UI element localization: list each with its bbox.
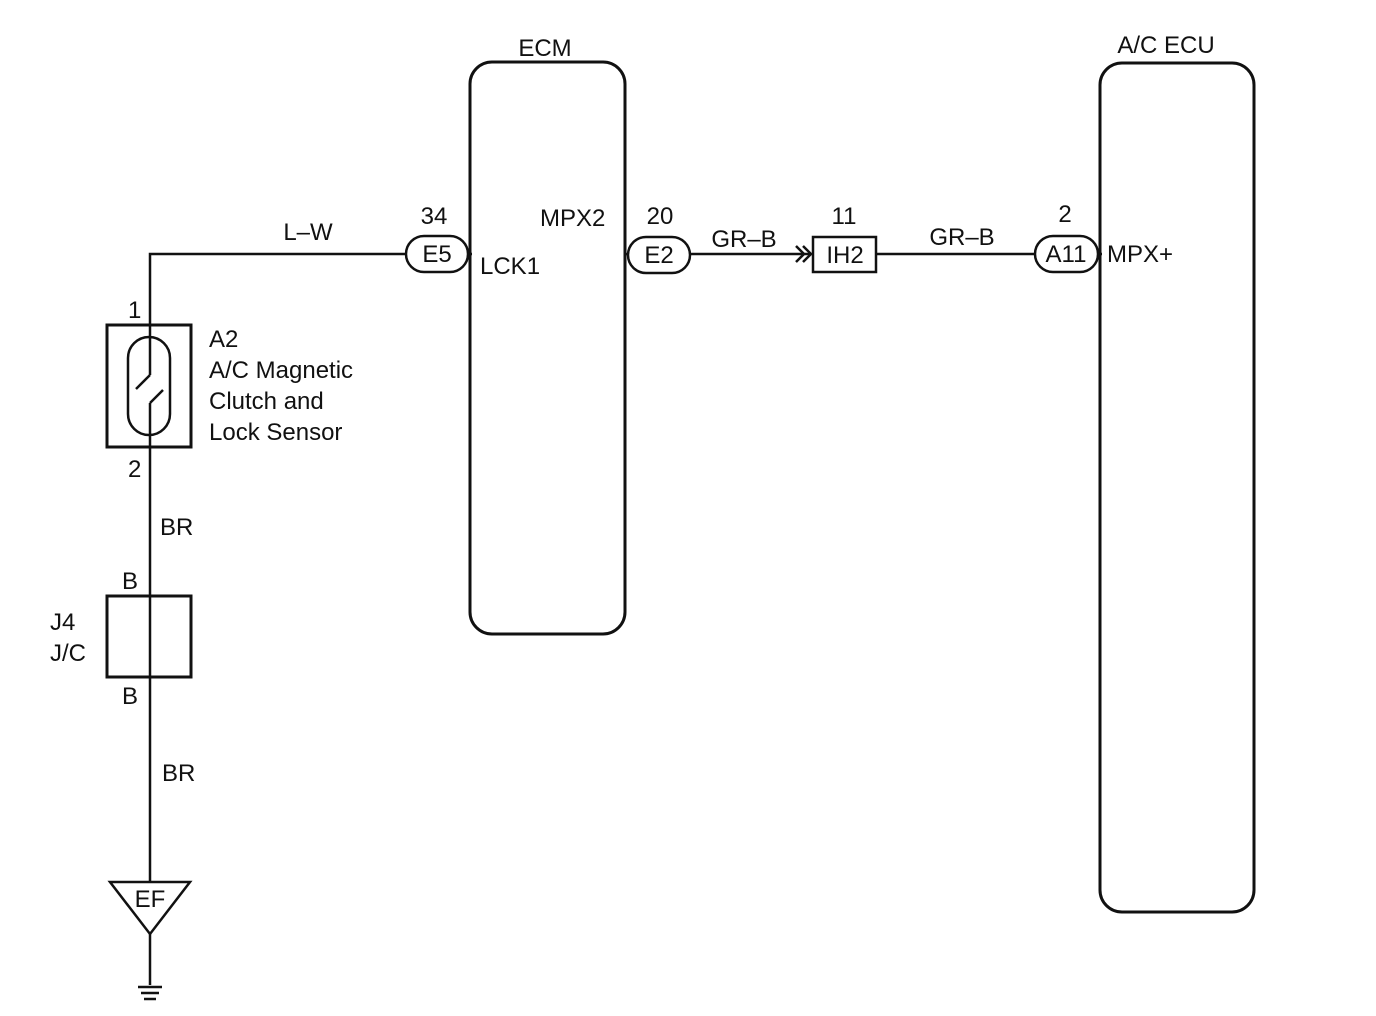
- lock-sensor-pin-top: 1: [128, 297, 141, 324]
- inline-arrow-1: [795, 245, 806, 263]
- wire-label-lw: L–W: [283, 219, 333, 246]
- wire-label-grb-2: GR–B: [929, 224, 994, 251]
- ac-ecu-terminal-mpx-plus: MPX+: [1107, 241, 1173, 268]
- connector-e5-pin: 34: [421, 203, 448, 230]
- ecm-title: ECM: [518, 35, 571, 62]
- lock-sensor-code: A2: [209, 326, 238, 353]
- lock-sensor-switch-blade: [135, 374, 151, 390]
- lock-sensor-pin-bottom: 2: [128, 456, 141, 483]
- connector-e2: E2 20: [626, 203, 692, 275]
- junction-connector: B B J4 J/C: [50, 568, 193, 710]
- lock-sensor-switch-blade-2: [149, 389, 164, 404]
- lock-sensor-name-line3: Lock Sensor: [209, 419, 342, 446]
- connector-e2-shape: [626, 235, 692, 275]
- connector-ih2-pin: 11: [832, 203, 857, 230]
- connector-e2-pin: 20: [647, 203, 674, 230]
- connector-e5: E5 34: [404, 203, 470, 274]
- junction-pin-bottom: B: [122, 683, 138, 710]
- inline-arrow-2: [802, 245, 813, 263]
- junction-name: J/C: [50, 640, 86, 667]
- ecm-block: ECM LCK1 MPX2: [468, 35, 627, 636]
- junction-body: [105, 594, 193, 679]
- ecm-terminal-lck1: LCK1: [480, 253, 540, 280]
- lock-sensor-name-line2: Clutch and: [209, 388, 324, 415]
- wire-lw: [148, 252, 408, 325]
- connector-a11-pin: 2: [1058, 201, 1071, 228]
- connector-e5-shape: [404, 234, 470, 274]
- connector-ih2-code: IH2: [826, 242, 863, 269]
- ground-triangle: [107, 880, 193, 937]
- ecm-terminal-mpx2: MPX2: [540, 205, 605, 232]
- wire-label-br-1: BR: [160, 514, 193, 541]
- junction-pin-top: B: [122, 568, 138, 595]
- connector-e5-code: E5: [422, 241, 451, 268]
- connector-a11: A11 2: [1033, 201, 1100, 274]
- wire-label-br-2: BR: [162, 760, 195, 787]
- connector-a11-code: A11: [1046, 241, 1087, 268]
- connector-a11-shape: [1033, 234, 1100, 274]
- junction-code: J4: [50, 609, 75, 636]
- lock-sensor-name-line1: A/C Magnetic: [209, 357, 353, 384]
- ac-ecu-title: A/C ECU: [1117, 32, 1214, 59]
- ground-point: EF: [107, 880, 193, 1001]
- ground-code: EF: [135, 886, 166, 913]
- connector-ih2: IH2 11: [795, 203, 878, 274]
- wire-label-grb-1: GR–B: [711, 226, 776, 253]
- connector-ih2-shape: [811, 235, 878, 274]
- ac-ecu-block: A/C ECU MPX+: [1098, 32, 1256, 914]
- lock-sensor-component: 1 2 A2 A/C Magnetic Clutch and Lock Sens…: [105, 297, 353, 483]
- ecm-body: [468, 60, 627, 636]
- connector-e2-code: E2: [644, 242, 673, 269]
- ac-ecu-body: [1098, 61, 1256, 914]
